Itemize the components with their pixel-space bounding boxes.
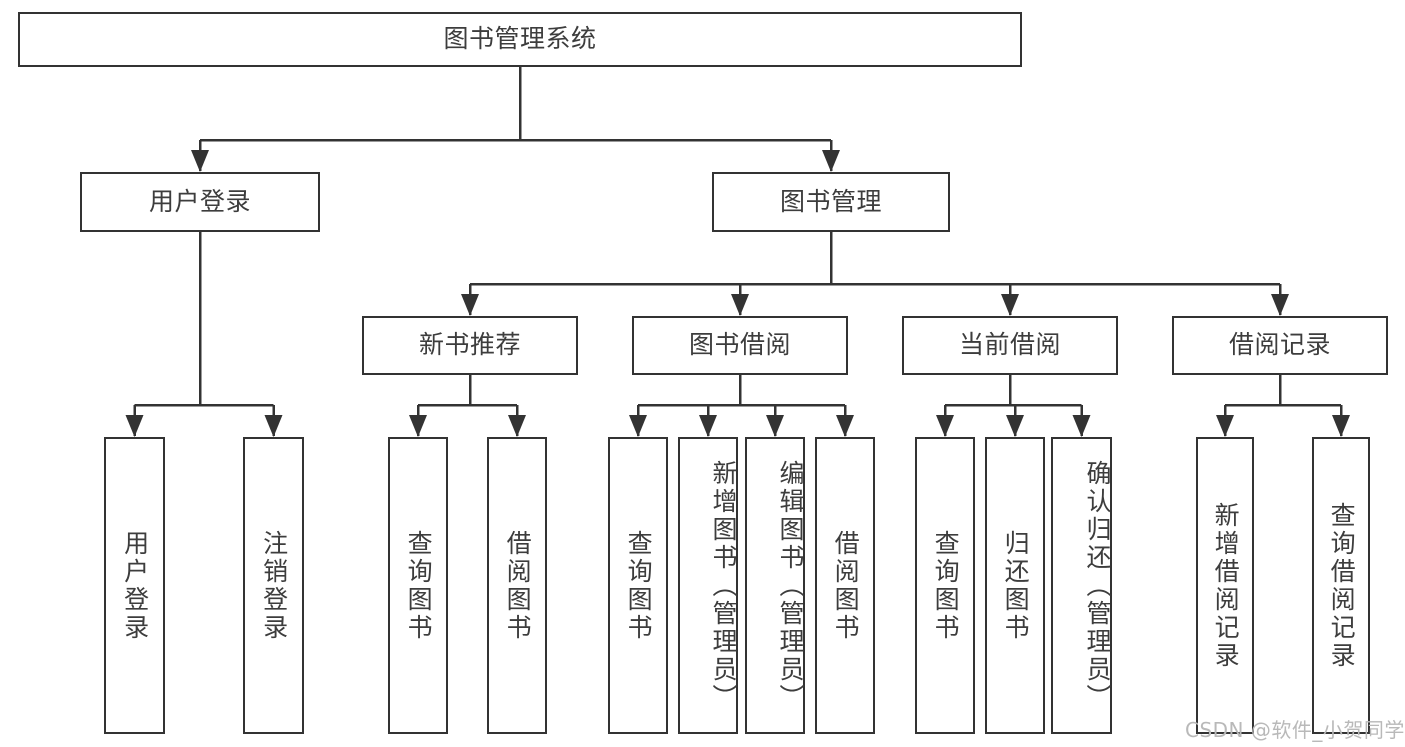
node-label: 用户登录 (148, 186, 251, 216)
node-label: 图书借阅 (688, 330, 791, 360)
edge-arrowhead (936, 415, 954, 437)
node-label: 归还图书 (1001, 529, 1031, 642)
node-leaf13[interactable]: 查询借阅记录 (1312, 437, 1370, 734)
node-leaf6[interactable]: 新增图书（管理员） (678, 437, 738, 734)
node-login[interactable]: 用户登录 (80, 172, 320, 232)
edge-arrowhead (1001, 294, 1019, 316)
node-label: 借阅记录 (1228, 330, 1331, 360)
edge-arrowhead (731, 294, 749, 316)
edge-arrowhead (1006, 415, 1024, 437)
edge-arrowhead (629, 415, 647, 437)
node-label: 查询借阅记录 (1327, 501, 1357, 670)
node-label: 新增借阅记录 (1211, 501, 1241, 670)
node-label: 确认归还（管理员） (1083, 459, 1112, 712)
node-leaf3[interactable]: 查询图书 (388, 437, 448, 734)
node-label: 新增图书（管理员） (709, 459, 738, 712)
node-label: 编辑图书（管理员） (776, 459, 805, 712)
node-label: 借阅图书 (831, 529, 861, 642)
edge-arrowhead (264, 415, 283, 437)
node-leaf4[interactable]: 借阅图书 (487, 437, 547, 734)
edge-arrowhead (699, 415, 717, 437)
edge-arrowhead (822, 150, 840, 172)
edge-arrowhead (1271, 294, 1289, 316)
node-label: 借阅图书 (503, 529, 533, 642)
node-newbook[interactable]: 新书推荐 (362, 316, 578, 375)
node-borrow[interactable]: 图书借阅 (632, 316, 848, 375)
node-leaf10[interactable]: 归还图书 (985, 437, 1045, 734)
edge-arrowhead (1216, 415, 1234, 437)
edge-arrowhead (461, 294, 479, 316)
edge-arrowhead (836, 415, 854, 437)
node-label: 查询图书 (624, 529, 654, 642)
node-root[interactable]: 图书管理系统 (18, 12, 1022, 67)
edge-arrowhead (1072, 415, 1091, 437)
node-leaf9[interactable]: 查询图书 (915, 437, 975, 734)
node-bookmgmt[interactable]: 图书管理 (712, 172, 950, 232)
edge-arrowhead (125, 415, 144, 437)
node-label: 查询图书 (404, 529, 434, 642)
node-records[interactable]: 借阅记录 (1172, 316, 1388, 375)
node-label: 当前借阅 (958, 330, 1061, 360)
node-leaf2[interactable]: 注销登录 (243, 437, 304, 734)
node-leaf8[interactable]: 借阅图书 (815, 437, 875, 734)
node-label: 图书管理系统 (443, 24, 597, 54)
node-label: 查询图书 (931, 529, 961, 642)
node-label: 新书推荐 (418, 330, 521, 360)
edge-arrowhead (409, 415, 427, 437)
node-current[interactable]: 当前借阅 (902, 316, 1118, 375)
node-label: 用户登录 (120, 529, 150, 642)
node-leaf11[interactable]: 确认归还（管理员） (1051, 437, 1112, 734)
edge-arrowhead (191, 150, 209, 172)
watermark-label: CSDN @软件_小贺同学 (1185, 718, 1405, 742)
node-label: 图书管理 (779, 186, 882, 216)
node-leaf5[interactable]: 查询图书 (608, 437, 668, 734)
node-leaf1[interactable]: 用户登录 (104, 437, 165, 734)
node-leaf12[interactable]: 新增借阅记录 (1196, 437, 1254, 734)
edge-arrowhead (1332, 415, 1350, 437)
node-leaf7[interactable]: 编辑图书（管理员） (745, 437, 805, 734)
node-label: 注销登录 (259, 529, 289, 642)
edge-arrowhead (766, 415, 784, 437)
edge-arrowhead (508, 415, 526, 437)
